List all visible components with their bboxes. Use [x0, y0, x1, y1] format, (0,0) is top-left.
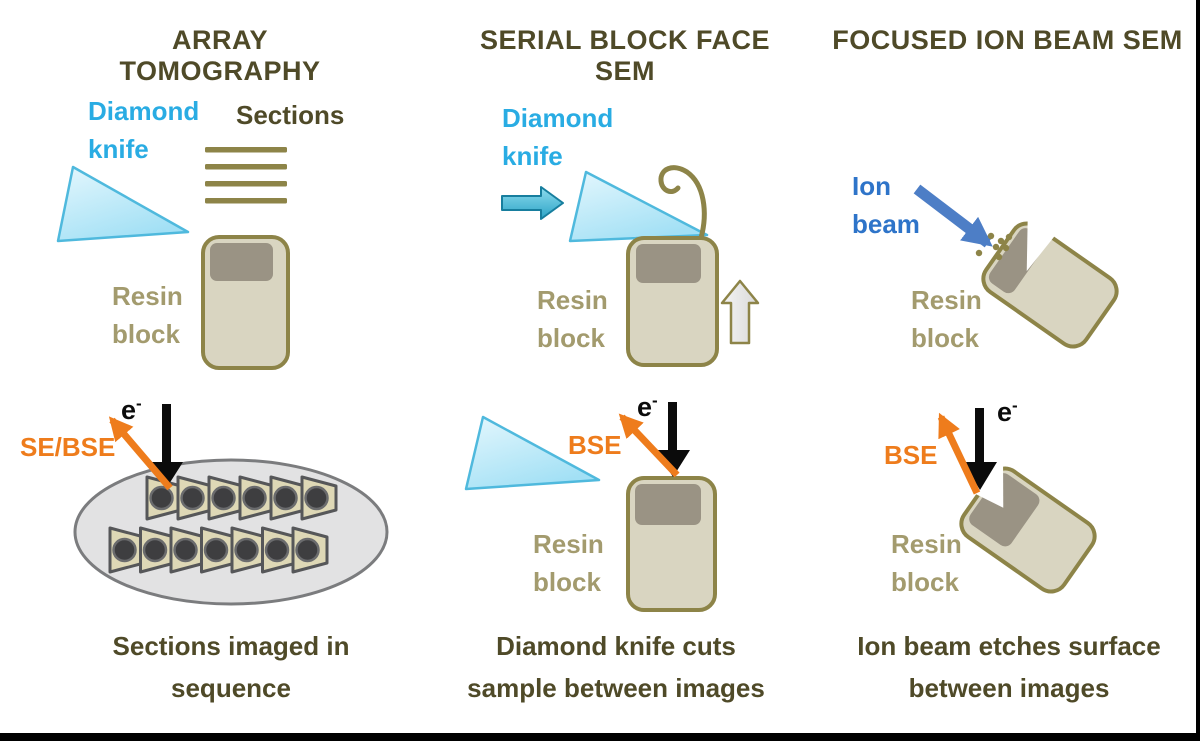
- milled-notch: [1026, 212, 1058, 272]
- caption-line: sample between images: [467, 673, 765, 703]
- electron-charge: -: [1012, 396, 1018, 415]
- resin-block-shape: [626, 236, 719, 367]
- block-face: [635, 484, 701, 525]
- electron-symbol: e: [637, 392, 653, 422]
- resin-block-label: Resin block: [911, 285, 982, 353]
- cut-shaving-curl: [658, 165, 707, 241]
- electron-symbol: e: [121, 395, 137, 425]
- caption-line: between images: [908, 673, 1110, 703]
- electron-beam-arrow: [963, 408, 997, 490]
- section-feature-circle: [180, 485, 205, 511]
- section-feature-circle: [112, 537, 137, 563]
- tissue-sections-array: [108, 475, 338, 574]
- signal-label-bse: BSE: [568, 430, 622, 460]
- diamond-knife-shape: [568, 170, 709, 243]
- section-feature-circle: [273, 485, 298, 511]
- section-feature-circle: [295, 537, 320, 563]
- electron-label: e-: [637, 391, 658, 423]
- caption-line: sequence: [171, 673, 291, 703]
- diamond-knife-label: Diamond knife: [502, 103, 614, 171]
- bse-signal-arrow: [937, 412, 981, 495]
- section-feature-circle: [142, 537, 168, 563]
- section-feature-circle: [242, 485, 267, 511]
- section-feature-circle: [304, 485, 329, 511]
- electron-label: e-: [121, 394, 142, 426]
- column2-caption: Diamond knife cuts sample between images: [446, 625, 786, 709]
- sputtered-particles: [975, 232, 1013, 261]
- resin-block-label: Resin block: [537, 285, 608, 353]
- electron-beam-arrow: [150, 404, 183, 488]
- electron-charge: -: [652, 391, 658, 410]
- tilted-resin-block: [959, 457, 1097, 594]
- diamond-knife-label: Diamond knife: [88, 96, 200, 164]
- milled-notch: [967, 457, 1004, 508]
- section-feature-circle: [264, 537, 290, 563]
- column1-title: ARRAY TOMOGRAPHY: [119, 25, 321, 86]
- signal-label-sebse: SE/BSE: [20, 432, 116, 462]
- section-feature-circle: [173, 537, 198, 563]
- ion-beam-arrow: [913, 184, 993, 248]
- caption-line: Ion beam etches surface: [857, 631, 1161, 661]
- diamond-knife-shape: [464, 415, 601, 491]
- signal-label-bse: BSE: [884, 440, 938, 470]
- block-face: [210, 243, 273, 281]
- resin-block-label: Resin block: [533, 529, 604, 597]
- resin-block-label: Resin block: [891, 529, 962, 597]
- section-feature-circle: [211, 485, 236, 511]
- knife-motion-arrow: [501, 186, 564, 220]
- section-feature-circle: [149, 485, 174, 511]
- electron-symbol: e: [997, 397, 1013, 427]
- section-feature-circle: [234, 537, 259, 563]
- tilted-resin-block: [981, 212, 1119, 349]
- caption-line: Sections imaged in: [112, 631, 350, 661]
- right-border-bar: [1196, 0, 1200, 741]
- resin-block-shape: [201, 235, 290, 370]
- resin-block-shape: [626, 476, 717, 612]
- ion-beam-label: Ion beam: [852, 171, 920, 239]
- diamond-knife-shape: [56, 165, 190, 243]
- sebse-signal-arrow: [108, 416, 173, 491]
- column3-title: FOCUSED ION BEAM SEM: [832, 25, 1183, 55]
- bottom-border-bar: [0, 733, 1200, 741]
- column1-caption: Sections imaged in sequence: [81, 625, 381, 709]
- section-lines: [205, 147, 287, 204]
- section-feature-circle: [203, 537, 229, 563]
- sections-label: Sections: [236, 100, 345, 130]
- electron-label: e-: [997, 396, 1018, 428]
- stage-raise-arrow: [720, 279, 760, 345]
- electron-charge: -: [136, 394, 142, 413]
- column3-caption: Ion beam etches surface between images: [829, 625, 1189, 709]
- bse-signal-arrow: [618, 413, 680, 478]
- caption-line: Diamond knife cuts: [496, 631, 736, 661]
- block-face: [636, 244, 701, 283]
- column2-title: SERIAL BLOCK FACE SEM: [479, 25, 771, 86]
- resin-block-label: Resin block: [112, 281, 183, 349]
